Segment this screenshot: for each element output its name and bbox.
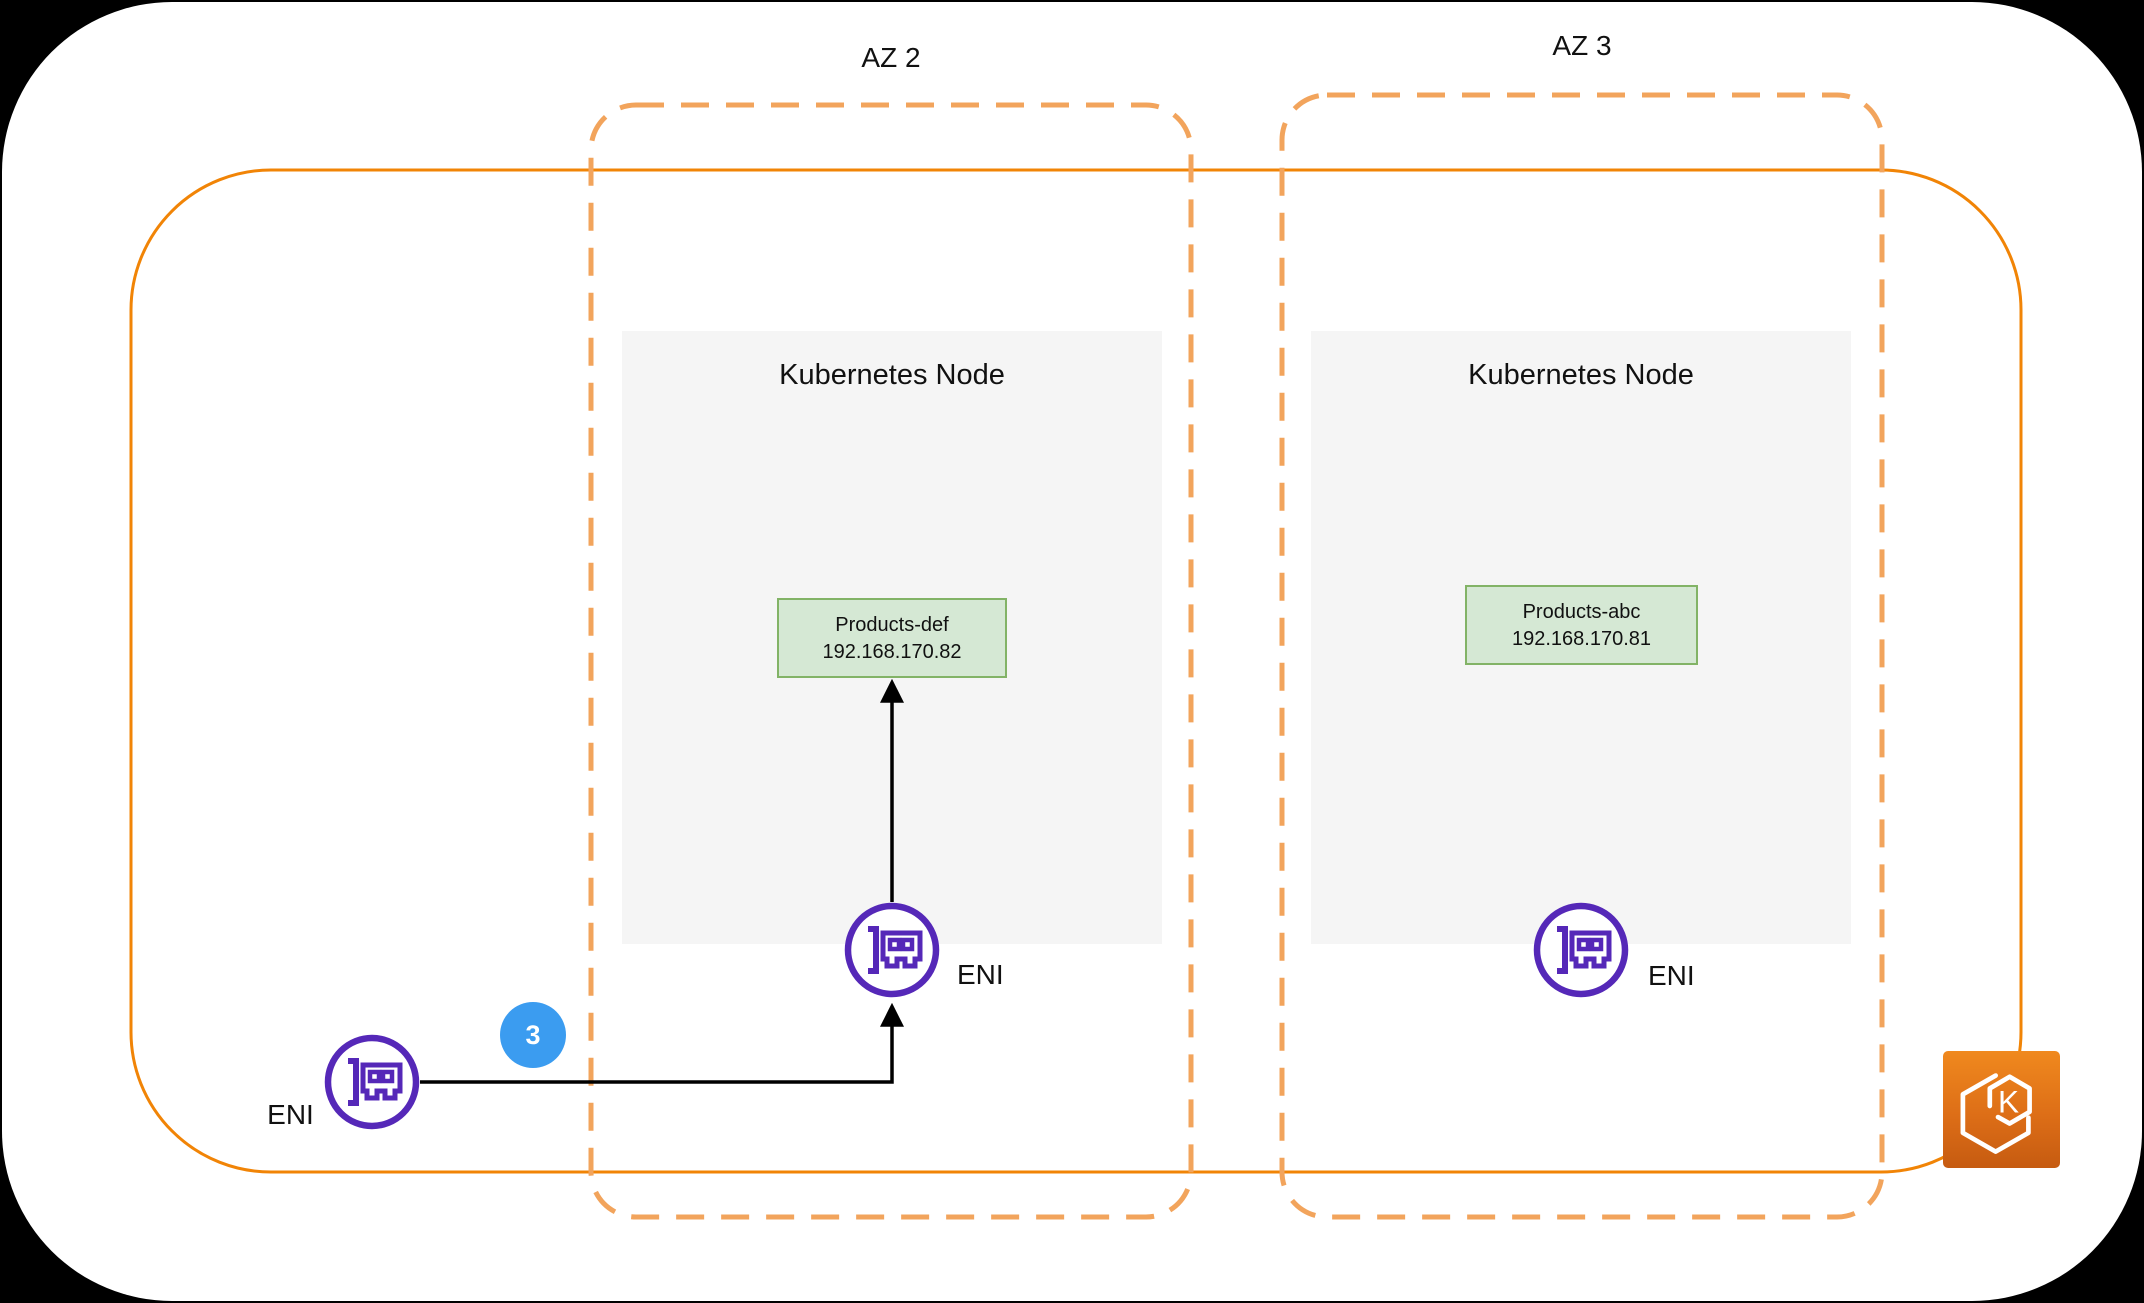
pod-ip: 192.168.170.81 bbox=[1511, 627, 1652, 650]
eks-letter: K bbox=[1998, 1083, 2019, 1119]
kubernetes-node-title: Kubernetes Node bbox=[779, 359, 1005, 391]
eks-hexagon-glyph: K bbox=[1960, 1073, 2032, 1154]
eni-label-az2: ENI bbox=[957, 959, 1004, 990]
eni-icon bbox=[1533, 902, 1629, 998]
step-badge: 3 bbox=[500, 1002, 566, 1068]
vpc-boundary bbox=[129, 168, 2023, 1174]
eks-icon: K bbox=[1943, 1051, 2060, 1168]
pod-box-products-abc: Products-abc 192.168.170.81 bbox=[1465, 585, 1698, 665]
eni-icon bbox=[844, 902, 940, 998]
eni-icon bbox=[324, 1034, 420, 1130]
kubernetes-node-title: Kubernetes Node bbox=[1468, 359, 1694, 391]
az3-label: AZ 3 bbox=[1552, 30, 1612, 61]
pod-box-products-def: Products-def 192.168.170.82 bbox=[777, 598, 1007, 678]
eni-label-az3: ENI bbox=[1648, 960, 1695, 991]
arrow-vpc-eni-to-node-eni bbox=[420, 1002, 904, 1084]
pod-name: Products-def bbox=[835, 613, 949, 636]
eni-label-vpc: ENI bbox=[267, 1099, 314, 1130]
pod-name: Products-abc bbox=[1522, 600, 1641, 623]
kubernetes-node-box-az3: Kubernetes Node bbox=[1311, 331, 1851, 944]
az2-boundary bbox=[588, 102, 1194, 1220]
step-badge-number: 3 bbox=[525, 1019, 541, 1050]
az3-boundary bbox=[1279, 92, 1885, 1220]
pod-ip: 192.168.170.82 bbox=[822, 640, 962, 663]
az2-label: AZ 2 bbox=[861, 42, 921, 73]
